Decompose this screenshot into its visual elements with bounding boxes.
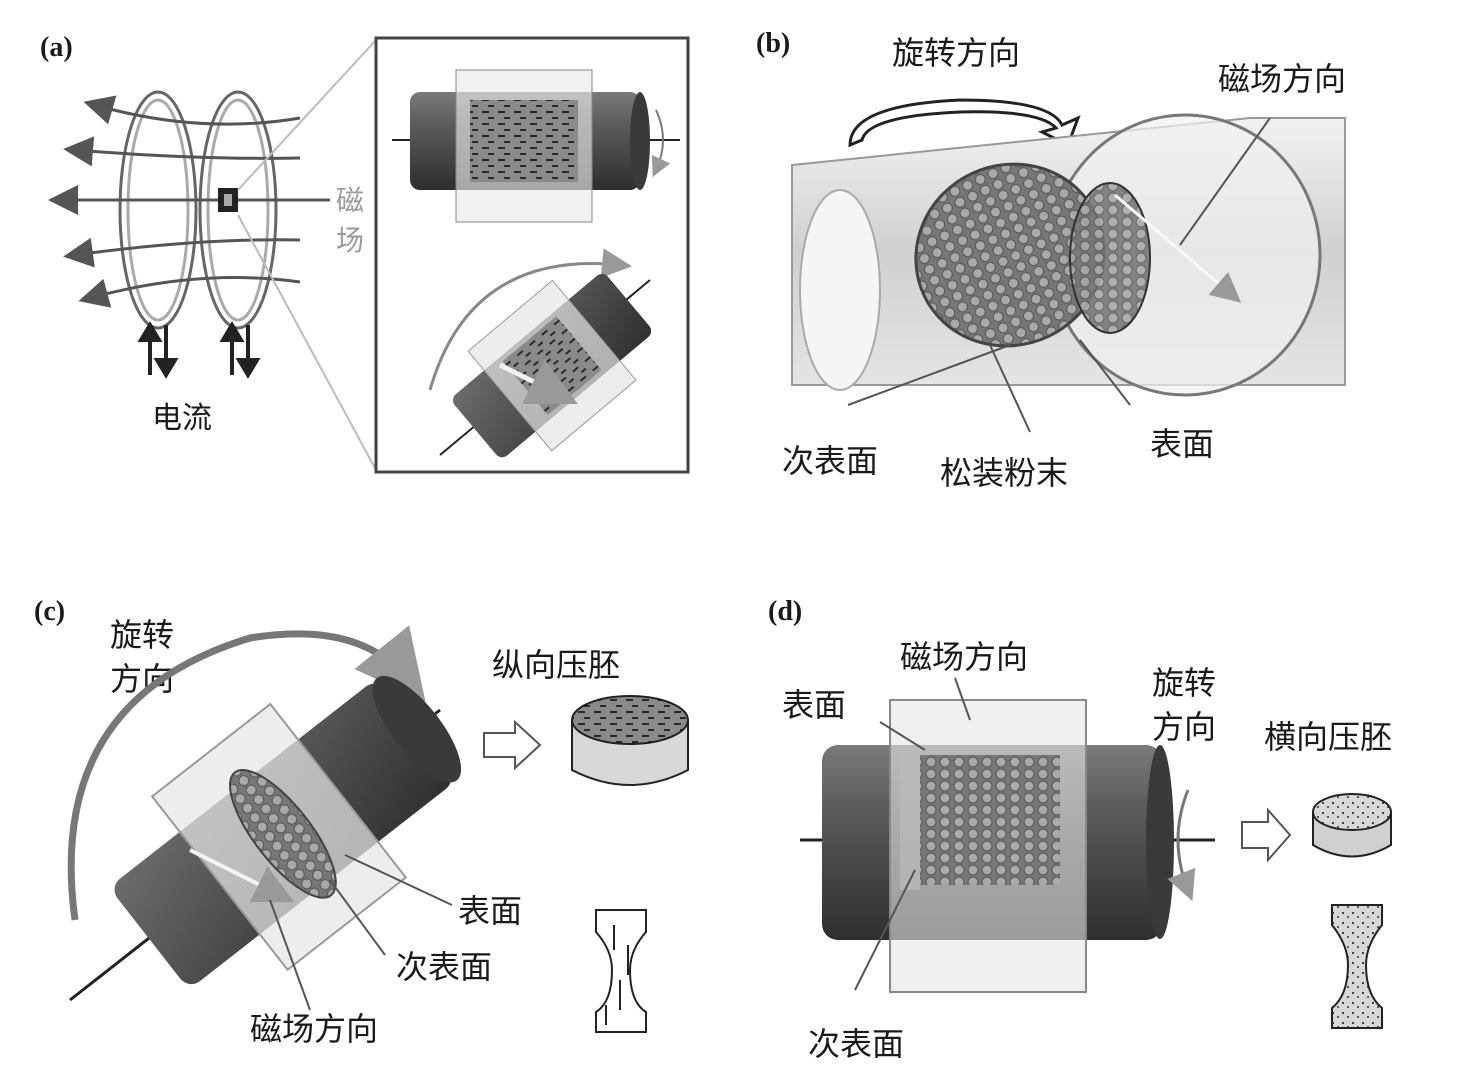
panel-d-tag: (d) xyxy=(768,596,802,627)
panel-a-tag: (a) xyxy=(40,32,73,63)
compact-label-c: 纵向压胚 xyxy=(492,646,620,684)
longitudinal-compact xyxy=(572,696,688,785)
panel-c: (c) 旋转 方向 表面 次表面 磁场方向 纵向压胚 xyxy=(34,596,688,1048)
panel-b: (b) 旋转方向 磁场方向 次表面 松装粉末 表面 xyxy=(756,28,1346,492)
subsurface-label-d: 次表面 xyxy=(808,1025,904,1063)
field-label-b: 磁场方向 xyxy=(1218,60,1346,98)
arrow-d xyxy=(1242,810,1290,860)
current-label: 电流 xyxy=(152,401,212,436)
helmholtz-coils xyxy=(120,92,276,328)
rotation-label-d-1: 旋转 xyxy=(1152,664,1216,702)
longitudinal-tensile-bar xyxy=(596,910,646,1032)
panel-d: (d) 磁场方向 表面 旋转 方向 次表面 横向压胚 xyxy=(768,596,1392,1063)
subsurface-label-c: 次表面 xyxy=(396,948,492,986)
surface-label-b: 表面 xyxy=(1150,425,1214,463)
rotation-label-d-2: 方向 xyxy=(1152,708,1216,746)
transverse-tensile-bar xyxy=(1332,905,1382,1028)
field-label-a-1: 磁 xyxy=(336,184,364,217)
transverse-compact xyxy=(1313,794,1391,857)
field-label-a-2: 场 xyxy=(336,224,364,257)
tube-b xyxy=(792,115,1345,395)
rotation-label-c-1: 旋转 xyxy=(110,616,174,654)
panel-a: (a) 电流 磁 场 xyxy=(40,32,688,480)
loose-powder-label-b: 松装粉末 xyxy=(940,454,1068,492)
panel-b-tag: (b) xyxy=(756,28,790,59)
field-label-d: 磁场方向 xyxy=(900,638,1028,676)
compact-label-d: 横向压胚 xyxy=(1264,718,1392,756)
surface-label-c: 表面 xyxy=(458,892,522,930)
current-arrows xyxy=(141,325,257,375)
surface-label-d: 表面 xyxy=(782,686,846,724)
subsurface-label-b: 次表面 xyxy=(782,442,878,480)
rotation-label-b: 旋转方向 xyxy=(892,34,1020,72)
field-label-c: 磁场方向 xyxy=(250,1010,378,1048)
arrow-c xyxy=(484,722,540,768)
panel-c-tag: (c) xyxy=(34,596,65,627)
